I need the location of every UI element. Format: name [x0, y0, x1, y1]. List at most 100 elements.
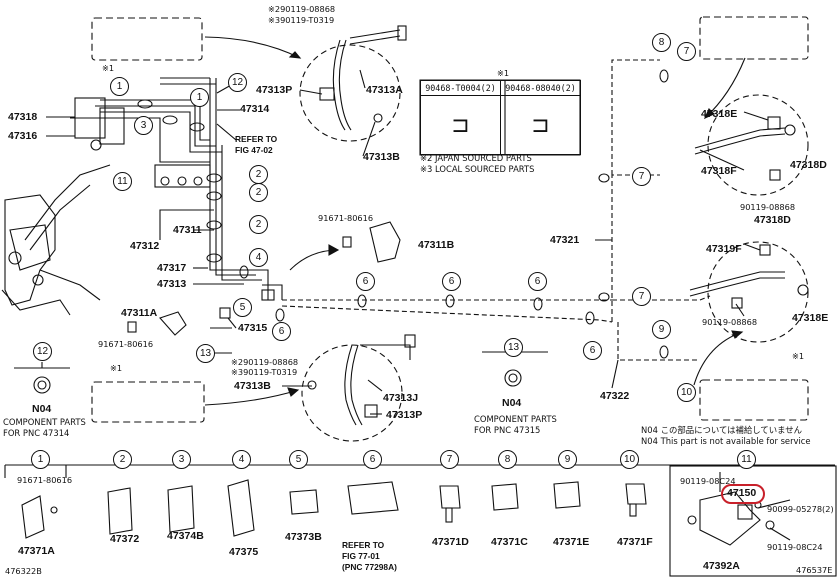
label-47314[interactable]: 47314: [240, 103, 270, 115]
callout-7a[interactable]: 7: [632, 167, 651, 186]
callout-2c[interactable]: 2: [249, 215, 268, 234]
callout-13[interactable]: 13: [196, 344, 215, 363]
label-47311[interactable]: 47311: [173, 224, 202, 236]
callout-9[interactable]: 9: [652, 320, 671, 339]
label-47313p-top[interactable]: 47313P: [256, 84, 293, 96]
component-parts-47315: COMPONENT PARTS FOR PNC 47315: [474, 414, 557, 435]
label-47313p-bottom[interactable]: 47313P: [386, 409, 423, 421]
highlight-oval: [721, 484, 765, 504]
ref-91671-80616-top: 91671-80616: [318, 213, 374, 223]
label-47313b-bottom[interactable]: 47313B: [234, 380, 271, 392]
label-47313[interactable]: 47313: [157, 278, 187, 290]
legend-circle-1[interactable]: 1: [31, 450, 50, 469]
legend-part-47392a[interactable]: 47392A: [703, 560, 740, 572]
legend-part-47371e[interactable]: 47371E: [553, 536, 590, 548]
label-47312[interactable]: 47312: [130, 240, 160, 252]
label-47318d-mid[interactable]: 47318D: [754, 214, 791, 226]
label-47318d-right[interactable]: 47318D: [790, 159, 827, 171]
callout-10[interactable]: 10: [677, 383, 696, 402]
label-47322[interactable]: 47322: [600, 390, 630, 402]
legend-circle-8[interactable]: 8: [498, 450, 517, 469]
legend-circle-6[interactable]: 6: [363, 450, 382, 469]
callout-5[interactable]: 5: [233, 298, 252, 317]
legend-part-47375[interactable]: 47375: [229, 546, 259, 558]
figure-code-left: 476322B: [5, 566, 42, 576]
table-col1-shape: ⊐: [420, 95, 501, 155]
label-47321[interactable]: 47321: [550, 234, 580, 246]
legend-circle-3[interactable]: 3: [172, 450, 191, 469]
callout-6c[interactable]: 6: [528, 272, 547, 291]
ref-90119-08868-right-top: 90119-08868: [740, 202, 796, 212]
label-47313a[interactable]: 47313A: [366, 84, 403, 96]
legend-part-47371d[interactable]: 47371D: [432, 536, 469, 548]
legend-circle-10[interactable]: 10: [620, 450, 639, 469]
callout-12-legend[interactable]: 12: [33, 342, 52, 361]
ref-90119-08868-right-bottom: 90119-08868: [702, 317, 758, 327]
legend-circle-11[interactable]: 11: [737, 450, 756, 469]
ref-3-90119-t0319: ※390119-T0319: [268, 15, 335, 25]
legend-part-47371c[interactable]: 47371C: [491, 536, 528, 548]
legend-part-47371a[interactable]: 47371A: [18, 545, 55, 557]
ref-2-90119-08868-bottom: ※290119-08868: [231, 357, 299, 367]
callout-4[interactable]: 4: [249, 248, 268, 267]
legend-circle-7[interactable]: 7: [440, 450, 459, 469]
figure-code-right: 476537E: [796, 565, 833, 575]
callout-6a[interactable]: 6: [356, 272, 375, 291]
label-47317[interactable]: 47317: [157, 262, 187, 274]
star1-note-top-left: ※1: [102, 63, 115, 73]
ref-3-90119-t0319-bottom: ※390119-T0319: [231, 367, 298, 377]
table-col2-shape: ⊐: [500, 95, 581, 155]
table-col2-header: 90468-08040(2): [500, 80, 581, 96]
callout-3[interactable]: 3: [134, 116, 153, 135]
callout-1b[interactable]: 1: [190, 88, 209, 107]
legend-ref-91671-80616: 91671-80616: [17, 475, 73, 485]
label-47313b-top[interactable]: 47313B: [363, 151, 400, 163]
label-47318f[interactable]: 47318F: [701, 165, 737, 177]
legend-circle-4[interactable]: 4: [232, 450, 251, 469]
label-47313j[interactable]: 47313J: [383, 392, 419, 404]
legend-part-47374b[interactable]: 47374B: [167, 530, 204, 542]
callout-7c[interactable]: 7: [677, 42, 696, 61]
legend-part-47373b[interactable]: 47373B: [285, 531, 322, 543]
label-47311a[interactable]: 47311A: [121, 307, 158, 319]
legend-refer-fig-77-01: REFER TO FIG 77-01 (PNC 77298A): [342, 540, 397, 572]
callout-6d[interactable]: 6: [272, 322, 291, 341]
n04-note-english: N04 This part is not available for servi…: [641, 436, 811, 446]
callout-12[interactable]: 12: [228, 73, 247, 92]
label-47316[interactable]: 47316: [8, 130, 38, 142]
legend-ref-90099-05278: 90099-05278(2): [767, 504, 834, 514]
legend-ref-90119-08c24-bottom: 90119-08C24: [767, 542, 823, 552]
note-local-sourced: ※3 LOCAL SOURCED PARTS: [420, 164, 535, 174]
label-47318e-top[interactable]: 47318E: [701, 108, 738, 120]
ref-91671-80616-left: 91671-80616: [98, 339, 154, 349]
callout-8[interactable]: 8: [652, 33, 671, 52]
callout-6b[interactable]: 6: [442, 272, 461, 291]
note-japan-sourced: ※2 JAPAN SOURCED PARTS: [420, 153, 532, 163]
component-parts-47314: COMPONENT PARTS FOR PNC 47314: [3, 417, 86, 438]
callout-2b[interactable]: 2: [249, 183, 268, 202]
ref-2-90119-08868: ※290119-08868: [268, 4, 336, 14]
legend-part-47150-highlighted[interactable]: 47150: [727, 487, 757, 499]
label-47318e-bottom[interactable]: 47318E: [792, 312, 829, 324]
label-47319f[interactable]: 47319F: [706, 243, 742, 255]
callout-7b[interactable]: 7: [632, 287, 651, 306]
legend-circle-9[interactable]: 9: [558, 450, 577, 469]
callout-11[interactable]: 11: [113, 172, 132, 191]
label-47311b[interactable]: 47311B: [418, 239, 455, 251]
label-n04-a[interactable]: N04: [32, 403, 52, 415]
star1-note-right: ※1: [792, 351, 805, 361]
label-n04-b[interactable]: N04: [502, 397, 522, 409]
label-47318[interactable]: 47318: [8, 111, 38, 123]
legend-ref-90119-08c24-top: 90119-08C24: [680, 476, 736, 486]
legend-part-47371f[interactable]: 47371F: [617, 536, 653, 548]
legend-part-47372[interactable]: 47372: [110, 533, 140, 545]
callout-13-legend[interactable]: 13: [504, 338, 523, 357]
label-47315[interactable]: 47315: [238, 322, 268, 334]
callout-2a[interactable]: 2: [249, 165, 268, 184]
legend-circle-2[interactable]: 2: [113, 450, 132, 469]
callout-1[interactable]: 1: [110, 77, 129, 96]
callout-6e[interactable]: 6: [583, 341, 602, 360]
table-col1-header: 90468-T0004(2): [420, 80, 501, 96]
legend-circle-5[interactable]: 5: [289, 450, 308, 469]
